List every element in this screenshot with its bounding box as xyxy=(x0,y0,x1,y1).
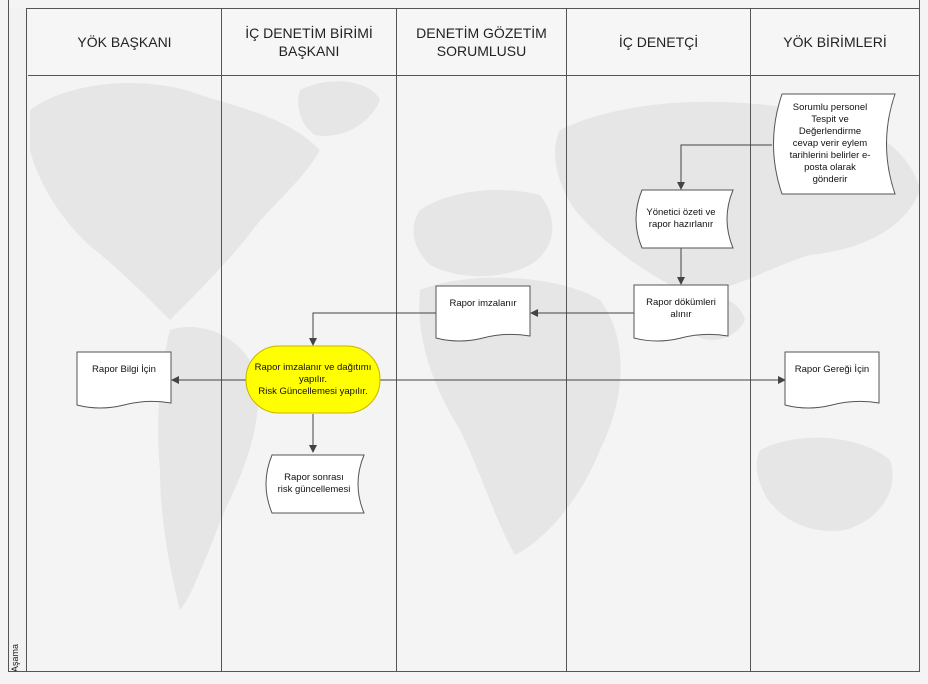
label-rapor-imzalanir: Rapor imzalanır xyxy=(449,298,517,309)
label-rapor-geregi: Rapor Gereği İçin xyxy=(794,364,870,375)
lane-divider xyxy=(221,9,222,672)
document-rapor-dokumleri[interactable] xyxy=(633,284,729,342)
connector-imzalanir-to-dagitim xyxy=(309,312,436,346)
label-sorumlu-personel: Sorumlu personel Tespit ve Değerlendirme… xyxy=(789,102,871,185)
document-rapor-imzalanir[interactable] xyxy=(435,285,531,342)
lane-divider xyxy=(396,9,397,672)
top-border xyxy=(8,8,920,9)
label-rapor-bilgi: Rapor Bilgi İçin xyxy=(92,364,156,375)
stored-data-sorumlu-personel[interactable] xyxy=(773,93,896,195)
label-rapor-dagitimi: Rapor imzalanır ve dağıtımı yapılır. Ris… xyxy=(254,361,372,397)
label-rapor-dokumleri: Rapor dökümleri alınır xyxy=(646,297,716,320)
lane-divider xyxy=(566,9,567,672)
lane-header-ic-denetci: İÇ DENETÇİ xyxy=(567,9,750,76)
lane-divider xyxy=(750,9,751,672)
document-rapor-geregi[interactable] xyxy=(784,351,880,409)
lane-header-yok-baskani: YÖK BAŞKANI xyxy=(28,9,221,76)
lane-header-ic-denetim-birimi-baskani: İÇ DENETİM BİRİMİ BAŞKANI xyxy=(222,9,396,76)
label-yonetici-ozeti: Yönetici özeti ve rapor hazırlanır xyxy=(646,207,716,230)
terminator-rapor-dagitimi[interactable] xyxy=(245,345,381,414)
stage-strip xyxy=(8,8,27,672)
stored-data-rapor-sonrasi[interactable] xyxy=(265,454,365,514)
document-rapor-bilgi[interactable] xyxy=(76,351,172,409)
lane-header-denetim-gozetim-sorumlusu: DENETİM GÖZETİM SORUMLUSU xyxy=(397,9,566,76)
lane-header-yok-birimleri: YÖK BİRİMLERİ xyxy=(751,9,919,76)
stored-data-yonetici-ozeti[interactable] xyxy=(635,189,734,249)
label-rapor-sonrasi: Rapor sonrası risk güncellemesi xyxy=(277,472,351,495)
connector-sorumlu-to-yonetici xyxy=(677,144,772,190)
